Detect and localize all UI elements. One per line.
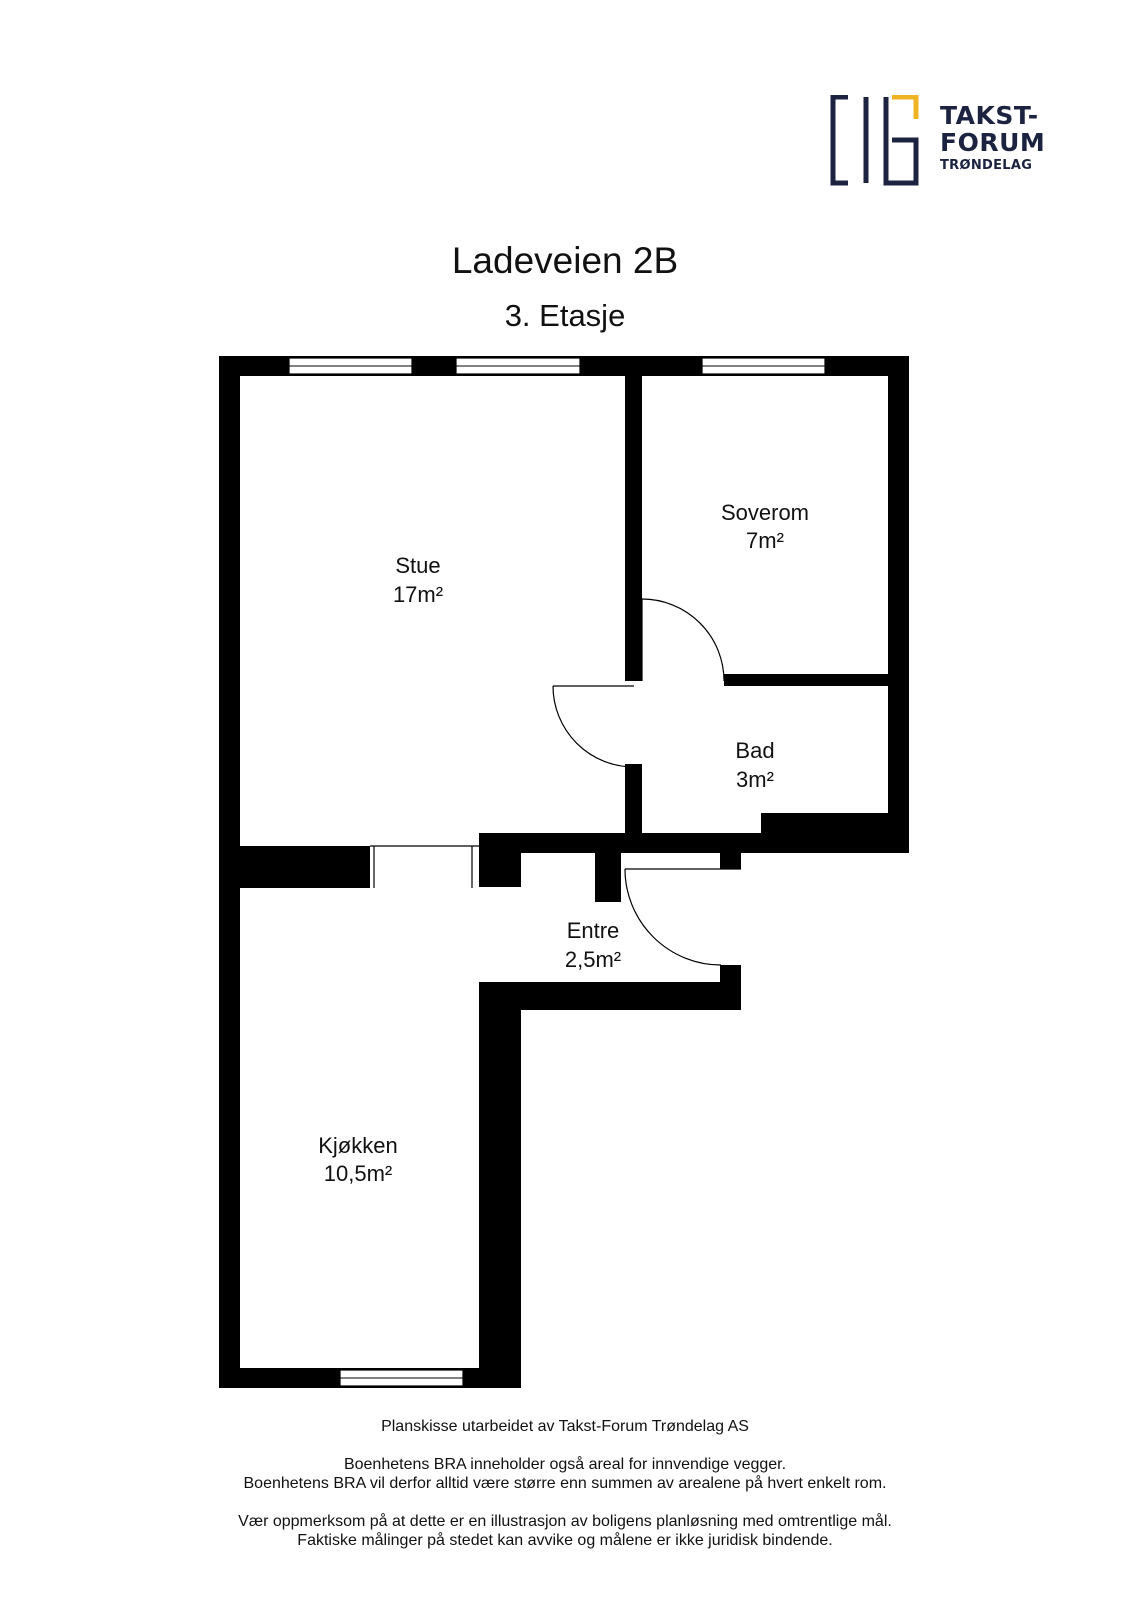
openings	[370, 845, 479, 888]
room-entre-area: 2,5m²	[565, 947, 621, 972]
door-soverom-swing	[641, 598, 725, 682]
logo-line-2: FORUM	[940, 128, 1046, 157]
room-stue-area: 17m²	[393, 582, 443, 607]
window-sills	[289, 365, 825, 1379]
doors	[552, 598, 741, 966]
wall-kitchen-right	[479, 982, 521, 1388]
wall-entre-stub	[595, 853, 621, 902]
wall-stue-kitchen-left	[240, 846, 370, 888]
wall-stue-soverom	[625, 376, 642, 681]
footer-notes: Planskisse utarbeidet av Takst-Forum Trø…	[0, 1417, 1130, 1550]
room-bad-name: Bad	[735, 738, 774, 763]
room-bad-area: 3m²	[736, 767, 774, 792]
footer-credit: Planskisse utarbeidet av Takst-Forum Trø…	[381, 1418, 749, 1435]
wall-left	[219, 356, 240, 1388]
room-entre-name: Entre	[567, 918, 620, 943]
wall-bad-block	[761, 813, 909, 853]
wall-entre-bottom	[479, 982, 741, 1010]
logo-line-1: TAKST-	[940, 101, 1039, 130]
wall-door-stub-bottom	[720, 965, 741, 1010]
wall-stue-bad	[625, 764, 642, 834]
footer-note-3: Vær oppmerksom på at dette er en illustr…	[238, 1513, 892, 1530]
logo-wordmark: TAKST- FORUM TRØNDELAG	[940, 103, 1045, 172]
logo-line-3: TRØNDELAG	[940, 158, 1033, 173]
room-soverom-name: Soverom	[721, 500, 809, 525]
room-soverom-area: 7m²	[746, 528, 784, 553]
room-stue-name: Stue	[395, 553, 440, 578]
plan-title: Ladeveien 2B	[451, 240, 679, 281]
wall-soverom-bad	[724, 674, 888, 686]
wall-right	[888, 356, 909, 853]
door-entre-swing	[624, 868, 722, 966]
wall-door-stub-top	[720, 853, 741, 869]
room-kitchen-area: 10,5m²	[324, 1161, 392, 1186]
footer-note-1: Boenhetens BRA inneholder også areal for…	[343, 1456, 787, 1473]
footer-note-2: Boenhetens BRA vil derfor alltid være st…	[243, 1475, 887, 1492]
footer-note-4: Faktiske målinger på stedet kan avvike o…	[297, 1532, 833, 1549]
takst-forum-logo: TAKST- FORUM TRØNDELAG	[830, 94, 1050, 187]
room-labels: Stue 17m² Soverom 7m² Bad 3m² Entre 2,5m…	[318, 500, 809, 1186]
plan-subtitle: 3. Etasje	[504, 298, 626, 333]
door-stue-swing	[552, 685, 635, 768]
room-kitchen-name: Kjøkken	[318, 1133, 397, 1158]
logo-mark-icon	[830, 94, 919, 186]
